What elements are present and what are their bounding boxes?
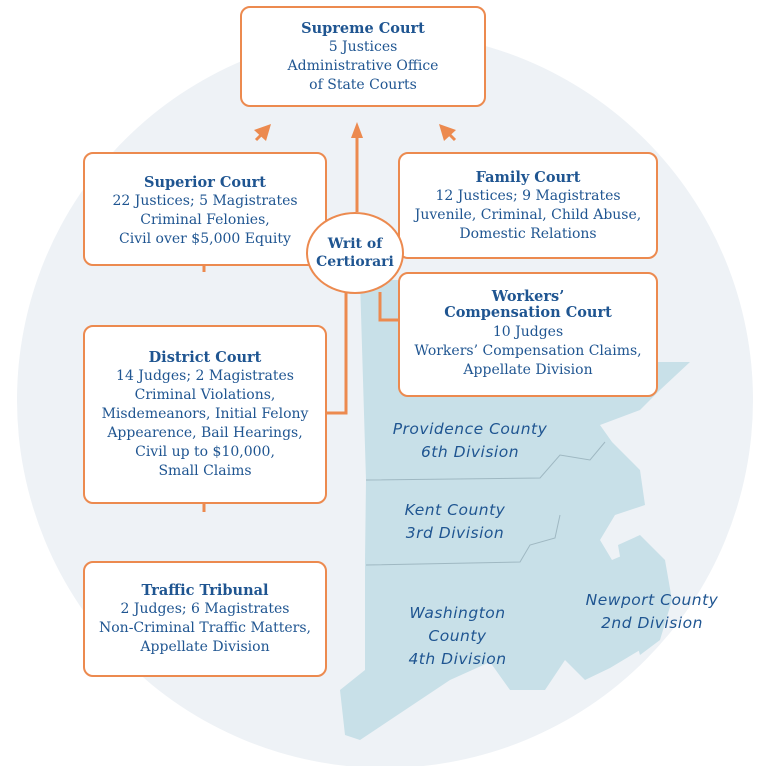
washington-county-label: Washington County 4th Division [390, 602, 525, 671]
traffic-tribunal-box: Traffic Tribunal 2 Judges; 6 Magistrates… [83, 561, 327, 677]
kent-county-division: 3rd Division [405, 524, 505, 542]
district-court-line: Appearence, Bail Hearings, [107, 425, 303, 441]
county-line-kent [365, 514, 561, 566]
providence-county-name: Providence County [392, 420, 548, 438]
workers-compensation-court-box: Workers’ Compensation Court 10 Judges Wo… [398, 272, 658, 397]
district-court-line: Misdemeanors, Initial Felony [101, 406, 309, 422]
district-court-line: 14 Judges; 2 Magistrates [116, 368, 294, 384]
arrowhead-superior-to-supreme [254, 124, 271, 141]
washington-county-division: 4th Division [408, 650, 507, 668]
district-court-box: District Court 14 Judges; 2 Magistrates … [83, 325, 327, 504]
district-court-title: District Court [148, 349, 262, 366]
writ-label: Writ of [327, 236, 383, 252]
superior-court-line: Criminal Felonies, [140, 212, 270, 228]
writ-of-certiorari-ellipse: Writ of Certiorari [306, 212, 404, 294]
newport-county-name: Newport County [585, 591, 719, 609]
workers-court-title: Workers’ [491, 288, 565, 305]
family-court-line: 12 Justices; 9 Magistrates [435, 187, 621, 204]
workers-court-line: Workers’ Compensation Claims, [414, 343, 642, 359]
family-court-line: Domestic Relations [459, 225, 597, 242]
arrowhead-family-to-supreme [439, 124, 456, 141]
supreme-court-title: Supreme Court [301, 19, 425, 37]
traffic-tribunal-line: 2 Judges; 6 Magistrates [120, 601, 290, 617]
newport-county-label: Newport County 2nd Division [572, 589, 732, 635]
providence-county-division: 6th Division [420, 443, 520, 461]
arrowhead-writ-to-supreme [351, 122, 363, 138]
superior-court-title: Superior Court [144, 174, 266, 191]
superior-court-line: 22 Justices; 5 Magistrates [112, 193, 298, 209]
kent-county-label: Kent County 3rd Division [385, 499, 525, 545]
superior-court-line: Civil over $5,000 Equity [119, 231, 291, 247]
district-court-line: Small Claims [158, 463, 252, 479]
county-line-providence [365, 441, 606, 481]
superior-court-box: Superior Court 22 Justices; 5 Magistrate… [83, 152, 327, 266]
supreme-court-line: Administrative Office [287, 57, 439, 74]
supreme-court-line: 5 Justices [328, 38, 398, 55]
traffic-tribunal-line: Appellate Division [140, 639, 270, 655]
traffic-tribunal-line: Non-Criminal Traffic Matters, [99, 620, 311, 636]
family-court-box: Family Court 12 Justices; 9 Magistrates … [398, 152, 658, 259]
workers-to-writ-line [378, 292, 399, 322]
aquidneck-island [618, 535, 672, 655]
washington-county-name: Washington [409, 604, 506, 622]
workers-court-title: Compensation Court [444, 304, 612, 321]
supreme-court-line: of State Courts [309, 76, 417, 93]
district-court-line: Criminal Violations, [134, 387, 276, 403]
district-court-line: Civil up to $10,000, [135, 444, 275, 460]
washington-county-name-cont: County [428, 627, 487, 645]
workers-court-line: 10 Judges [492, 324, 564, 340]
writ-label: Certiorari [316, 254, 394, 270]
providence-county-label: Providence County 6th Division [380, 418, 560, 464]
district-to-writ-line [326, 292, 348, 415]
newport-county-division: 2nd Division [601, 614, 703, 632]
traffic-tribunal-title: Traffic Tribunal [141, 582, 269, 599]
kent-county-name: Kent County [404, 501, 506, 519]
workers-court-line: Appellate Division [463, 362, 593, 378]
supreme-court-box: Supreme Court 5 Justices Administrative … [240, 6, 486, 107]
family-court-title: Family Court [475, 168, 581, 186]
family-court-line: Juvenile, Criminal, Child Abuse, [414, 206, 642, 223]
